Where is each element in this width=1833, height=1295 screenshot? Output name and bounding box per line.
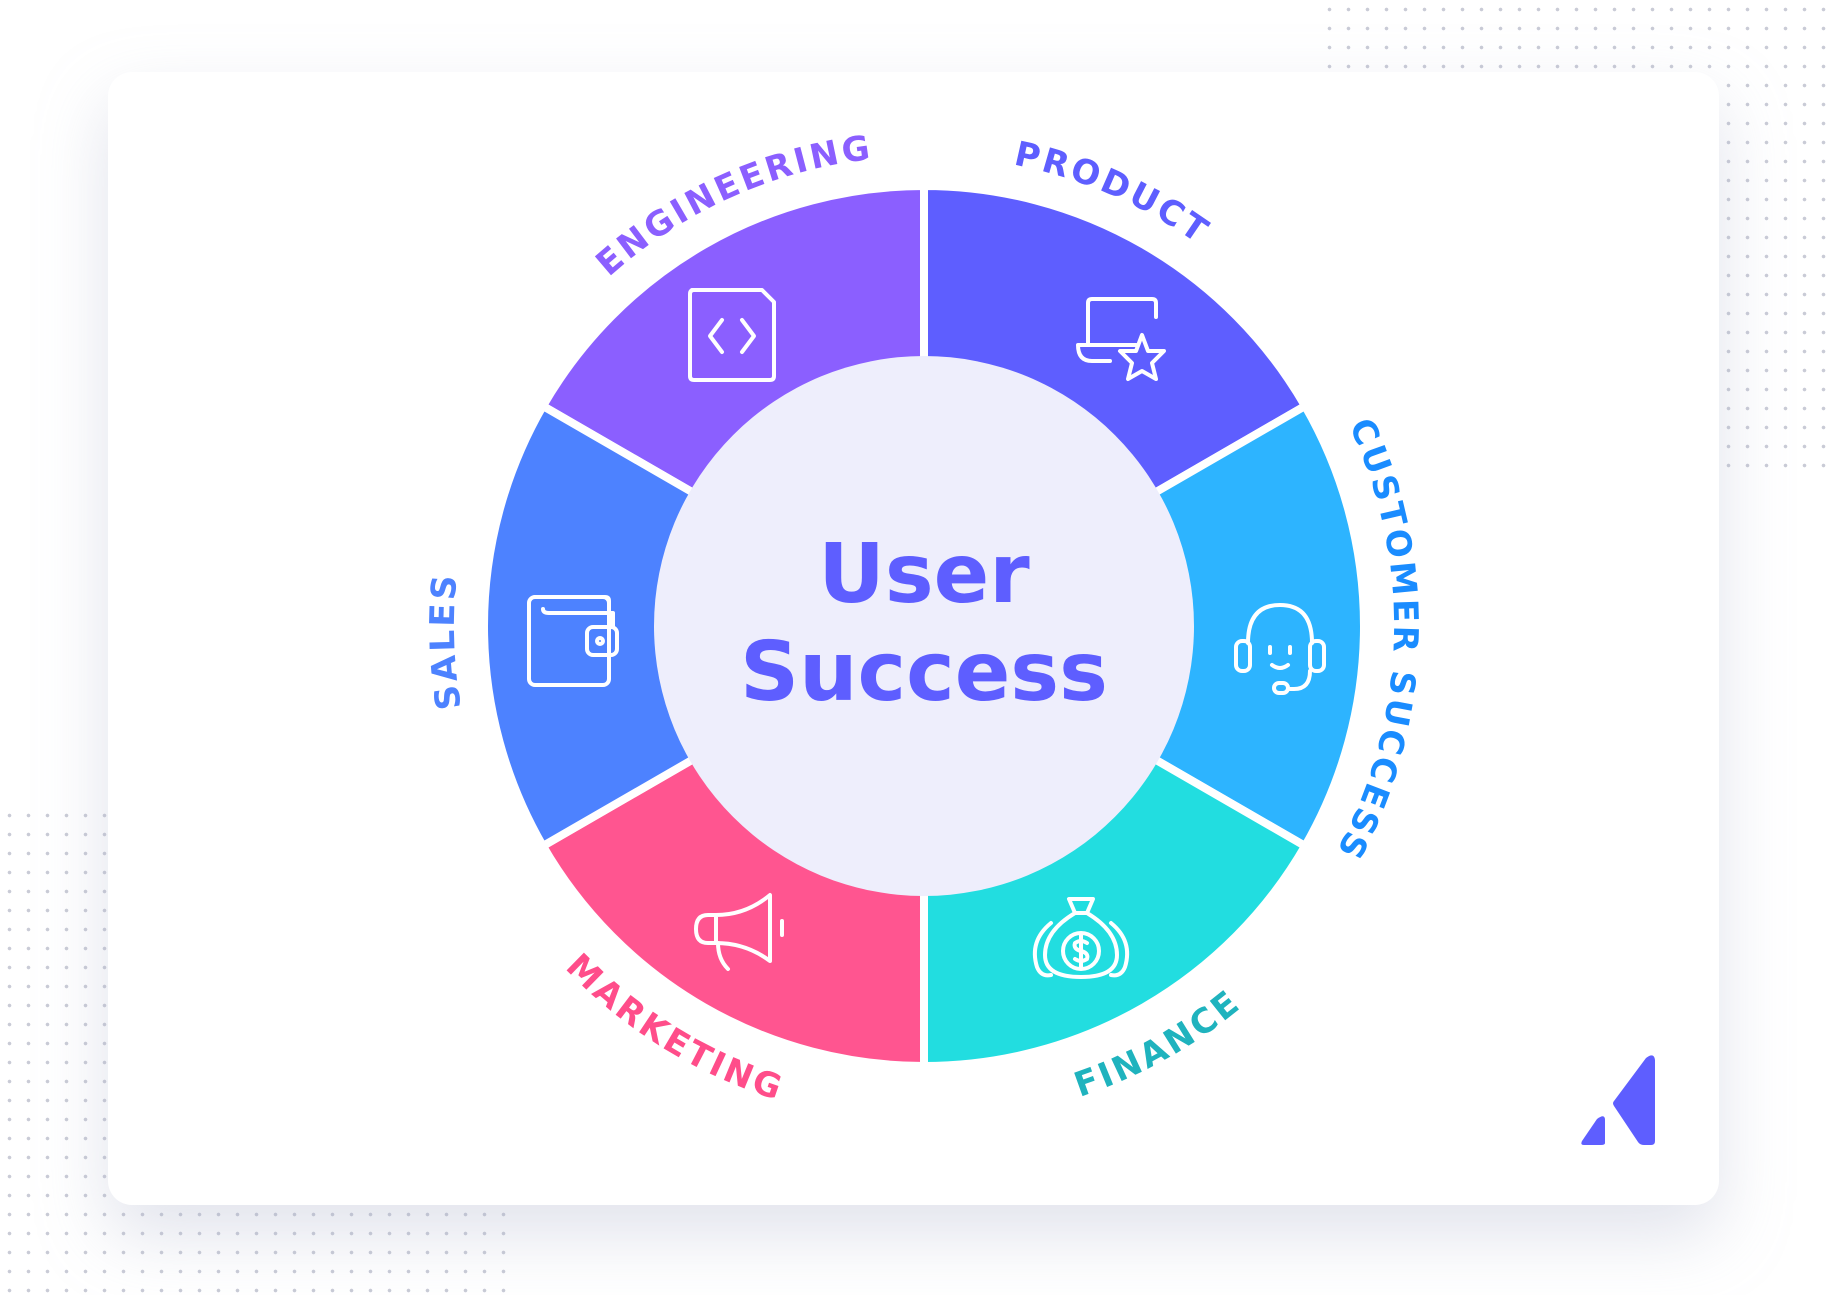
laptop-star-icon [1076, 297, 1166, 381]
money-bag-icon [1032, 897, 1130, 979]
center-title-line2: Success [740, 625, 1108, 720]
headset-icon [1234, 603, 1326, 695]
center-title-line1: User [818, 527, 1030, 622]
center-circle [654, 356, 1194, 896]
wallet-icon [527, 595, 619, 687]
code-file-icon [688, 288, 776, 382]
megaphone-icon [694, 893, 784, 971]
brand-logo [1581, 1055, 1655, 1145]
segment-label-sales: SALES [423, 571, 470, 713]
